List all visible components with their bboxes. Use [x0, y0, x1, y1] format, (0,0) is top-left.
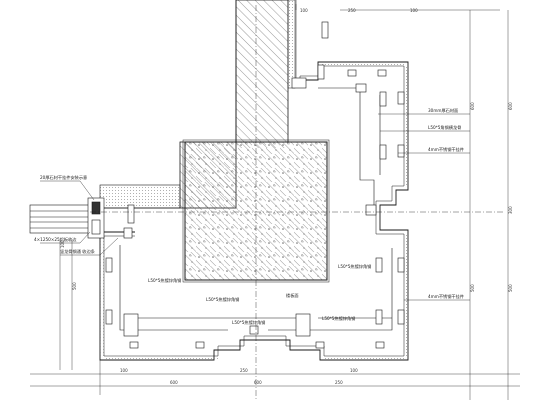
note-right-3: 4mm不锈钢干挂件	[428, 146, 464, 153]
note-inner-1: L50*5热镀锌角钢	[338, 263, 371, 270]
dim-bottom-2: 250	[240, 368, 248, 373]
note-floor: 楼板面	[286, 292, 299, 299]
dim-top-2: 250	[348, 8, 356, 13]
note-right-1: 30mm厚石材面	[428, 107, 458, 114]
dim-right-inner-3: 500	[470, 284, 475, 292]
leader-lines	[40, 113, 470, 301]
dim-right-3: 500	[508, 284, 513, 292]
dim-right-2: 300	[508, 206, 513, 214]
dim-left-1: 100	[60, 240, 65, 248]
axis-lines	[30, 4, 520, 400]
note-inner-2: L50*5热镀锌角钢	[148, 277, 181, 284]
note-right-2: L50*5角钢横龙骨	[428, 124, 461, 131]
note-inner-3: L50*5热镀锌角钢	[206, 296, 239, 303]
dim-bottom-5: 600	[254, 380, 262, 385]
dimension-labels: 100 250 100 600 300 500 600 500 100 500 …	[60, 8, 513, 385]
window-frame	[29, 197, 105, 239]
dim-bottom-3: 100	[350, 368, 358, 373]
note-inner-5: L50*5热镀锌角钢	[232, 319, 265, 326]
annotations: 20厚石材干挂件安装示意 4×1250×25铝板收边 竖龙骨钢通 收边条 30m…	[34, 107, 464, 326]
anchor-brackets	[105, 21, 405, 349]
dim-top-1: 100	[300, 8, 308, 13]
dim-bottom-6: 250	[335, 380, 343, 385]
steel-framing	[119, 87, 393, 331]
dim-left-2: 500	[72, 282, 77, 290]
dim-top-3: 100	[410, 8, 418, 13]
note-left-upper: 20厚石材干挂件安装示意	[40, 174, 87, 181]
stone-cladding-outline	[99, 61, 409, 361]
dim-right-1: 600	[508, 102, 513, 110]
dim-bottom-4: 600	[170, 380, 178, 385]
dim-bottom-1: 100	[120, 368, 128, 373]
note-left-mid: 4×1250×25铝板收边	[34, 236, 77, 243]
upper-wall	[235, 0, 297, 143]
dim-right-inner-1: 600	[470, 102, 475, 110]
note-left-lower: 竖龙骨钢通 收边条	[60, 248, 96, 255]
note-inner-4: L50*5热镀锌角钢	[322, 315, 355, 322]
note-right-4: 4mm不锈钢干挂件	[428, 293, 464, 300]
